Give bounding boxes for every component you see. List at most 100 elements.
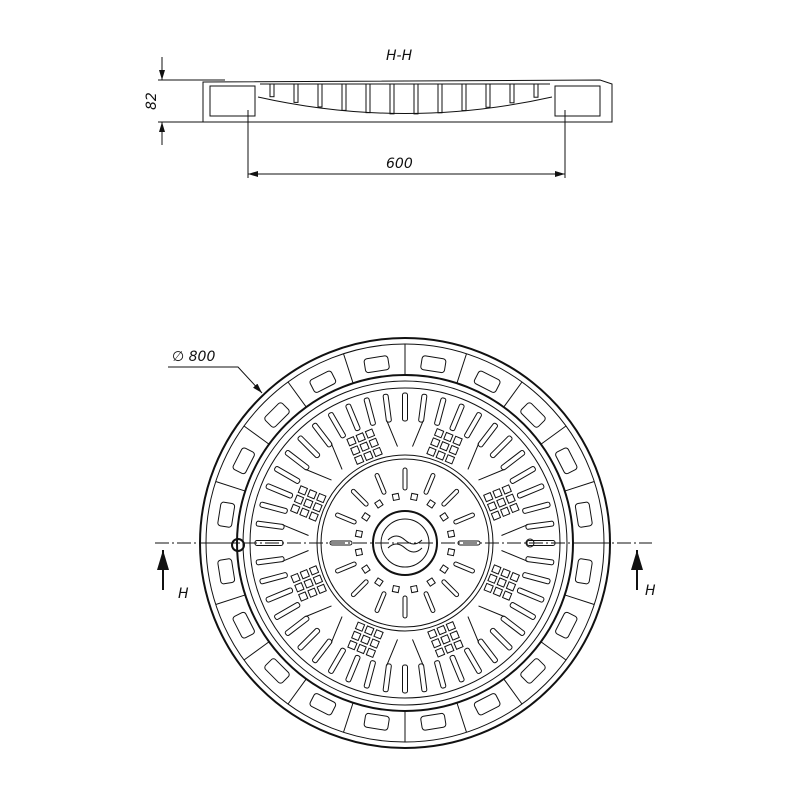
- frame-slot: [574, 501, 593, 528]
- grip-square: [290, 572, 301, 584]
- grip-square: [448, 444, 459, 456]
- inner-square: [426, 577, 436, 587]
- inner-rib: [402, 595, 408, 619]
- section-rib: [533, 83, 539, 98]
- inner-square: [391, 492, 400, 502]
- frame-slot: [232, 611, 255, 639]
- grip-square: [501, 484, 512, 495]
- outer-rib: [522, 501, 551, 514]
- grip-square: [351, 630, 362, 642]
- frame-slot: [232, 447, 255, 475]
- frame-slot: [520, 402, 546, 428]
- grip-square: [453, 639, 464, 650]
- inner-square: [410, 584, 419, 594]
- outer-rib: [522, 572, 551, 585]
- inner-rib: [423, 591, 436, 613]
- inner-square: [354, 548, 364, 557]
- inner-square: [426, 499, 436, 509]
- section-rib: [389, 83, 395, 115]
- grip-square: [307, 587, 318, 598]
- grip-square: [346, 436, 357, 447]
- grip-square: [368, 437, 380, 449]
- outer-rib: [274, 466, 301, 484]
- grip-square: [359, 441, 370, 452]
- inner-rib: [350, 579, 369, 598]
- section-rib: [317, 83, 323, 108]
- grip-square: [297, 485, 309, 496]
- inner-rib: [402, 467, 408, 491]
- grip-square: [499, 506, 511, 518]
- section-rib: [413, 83, 419, 115]
- outer-rib: [402, 392, 408, 422]
- outer-rib: [328, 647, 346, 674]
- cover-pattern: [254, 392, 556, 694]
- outer-rib: [259, 572, 288, 585]
- plan-view: ∅ 800 H H: [155, 337, 656, 749]
- grip-square: [491, 564, 502, 575]
- frame-divider: [540, 641, 567, 661]
- grip-square: [373, 629, 384, 640]
- grip-square: [298, 591, 309, 602]
- outer-rib: [489, 435, 513, 459]
- section-rib: [509, 83, 515, 104]
- outer-rib: [489, 627, 513, 651]
- grip-square: [303, 578, 314, 589]
- grip-square: [490, 510, 502, 521]
- grip-square: [350, 445, 361, 456]
- grip-square: [433, 427, 445, 439]
- frame-divider: [540, 425, 567, 445]
- grip-square: [354, 621, 366, 632]
- grip-square: [439, 441, 450, 452]
- section-title: H-H: [386, 48, 413, 64]
- grip-square: [505, 581, 517, 592]
- section-mark-right: H: [645, 583, 656, 599]
- inner-square: [361, 512, 371, 522]
- outer-rib: [284, 615, 310, 636]
- frame-divider: [564, 481, 595, 492]
- grip-square: [289, 503, 301, 515]
- outer-rib: [259, 501, 288, 514]
- outer-rib: [525, 520, 555, 530]
- inner-rib: [374, 591, 387, 613]
- frame-divider: [243, 425, 270, 445]
- outer-rib: [297, 435, 321, 459]
- outer-rib: [255, 520, 285, 530]
- frame-slot: [363, 712, 390, 731]
- section-rib: [269, 83, 275, 98]
- inner-square: [439, 564, 449, 574]
- outer-rib: [516, 587, 545, 603]
- grip-square: [435, 450, 446, 461]
- inner-square: [439, 512, 449, 522]
- lock-bolt-icon[interactable]: [231, 538, 245, 552]
- grip-square: [426, 446, 437, 457]
- inner-rib: [350, 488, 369, 507]
- outer-rib: [418, 393, 428, 423]
- grip-square: [308, 511, 319, 522]
- right-hinge-detail: [554, 85, 601, 117]
- sector-divider: [412, 420, 480, 470]
- grip-square: [316, 583, 327, 595]
- section-rib: [341, 83, 347, 111]
- inner-rib: [441, 579, 460, 598]
- outer-rib: [255, 556, 285, 566]
- inner-rib: [453, 512, 475, 525]
- grip-square: [505, 493, 516, 504]
- diameter-label: ∅ 800: [172, 349, 215, 365]
- grip-square: [452, 435, 463, 447]
- outer-rib: [363, 660, 376, 689]
- sector-divider: [330, 420, 398, 470]
- frame-divider: [456, 353, 467, 384]
- frame-slot: [264, 658, 290, 684]
- inner-square: [354, 529, 364, 538]
- grip-square: [501, 590, 513, 601]
- grip-square: [427, 628, 438, 640]
- grip-square: [486, 501, 498, 512]
- frame-divider: [287, 678, 307, 705]
- outer-rib: [434, 660, 447, 689]
- grip-square: [369, 638, 380, 649]
- section-rib: [293, 83, 299, 103]
- outer-rib: [402, 664, 408, 694]
- section-rib: [365, 83, 371, 114]
- outer-rib: [477, 422, 498, 448]
- grip-square: [299, 507, 310, 518]
